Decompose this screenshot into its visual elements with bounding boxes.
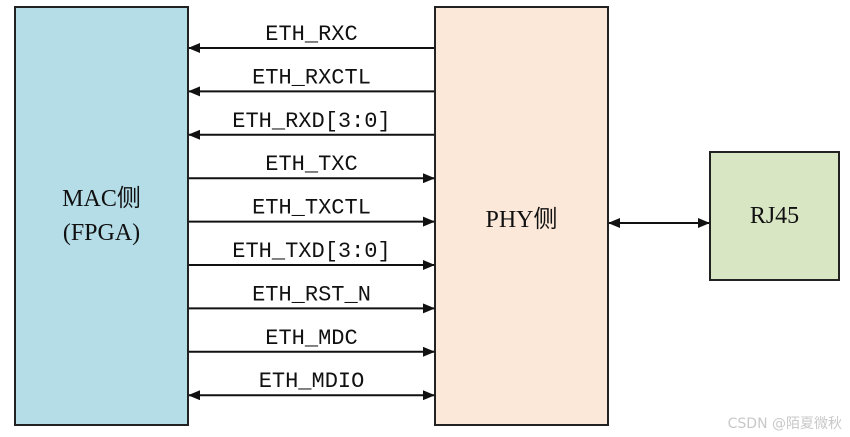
rj45-block: RJ45 xyxy=(709,151,840,281)
signal-label: ETH_RXC xyxy=(265,22,357,47)
phy-block: PHY侧 xyxy=(434,6,609,426)
signal-label: ETH_TXCTL xyxy=(252,196,371,221)
rj45-label: RJ45 xyxy=(749,202,800,229)
signal-label: ETH_TXD[3:0] xyxy=(232,239,390,264)
mac-sublabel: (FPGA) xyxy=(62,220,141,246)
signal-label: ETH_RXCTL xyxy=(252,65,371,90)
signal-label: ETH_MDIO xyxy=(259,369,365,394)
signal-label: ETH_RST_N xyxy=(252,282,371,307)
mac-block: MAC侧 (FPGA) xyxy=(14,6,189,426)
signal-label: ETH_MDC xyxy=(265,326,357,351)
watermark: CSDN @陌夏微秋 xyxy=(727,416,842,432)
signal-label: ETH_RXD[3:0] xyxy=(232,109,390,134)
mac-label: MAC侧 xyxy=(62,186,141,212)
phy-label: PHY侧 xyxy=(485,206,558,233)
signal-label: ETH_TXC xyxy=(265,152,357,177)
